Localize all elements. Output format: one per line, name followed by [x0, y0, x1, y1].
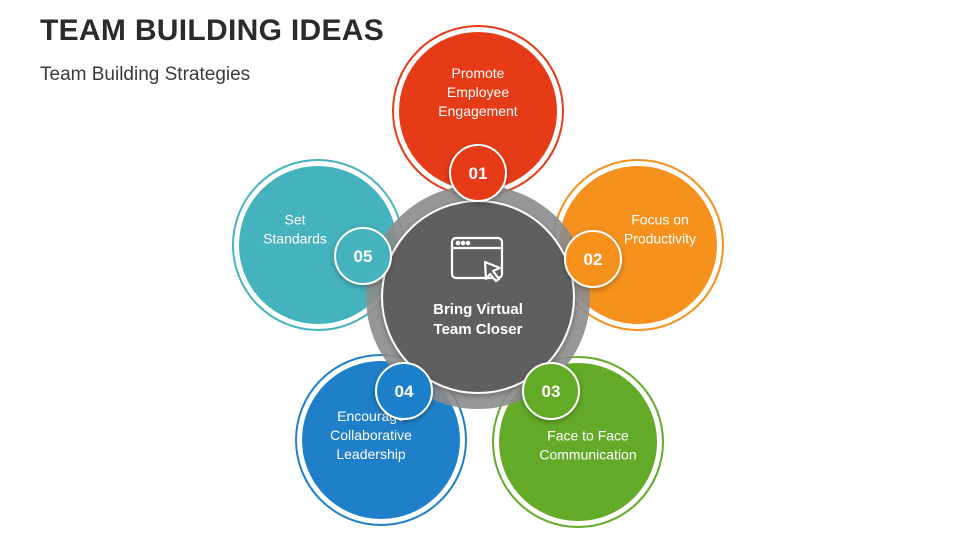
number-badge-circle	[449, 144, 507, 202]
number-badge-03: 03	[522, 362, 580, 420]
strategy-item-label-line: Engagement	[438, 103, 518, 119]
number-badge-text: 03	[542, 382, 561, 401]
strategy-item-label-line: Focus on	[631, 212, 689, 228]
number-badge-02: 02	[564, 230, 622, 288]
strategy-item-outline	[295, 354, 467, 526]
page-subtitle: Team Building Strategies	[40, 64, 251, 85]
number-badge-04: 04	[375, 362, 433, 420]
number-badge-circle	[375, 362, 433, 420]
number-badge-text: 05	[354, 247, 373, 266]
page-title: TEAM BUILDING IDEAS	[40, 14, 385, 47]
number-badge-01: 01	[449, 144, 507, 202]
strategy-item-label-line: Set	[284, 212, 305, 228]
strategy-item-label-line: Promote	[452, 65, 505, 81]
strategy-item-label-line: Leadership	[336, 446, 405, 462]
strategy-item-label-line: Communication	[539, 447, 636, 463]
browser-cursor-icon	[450, 236, 504, 283]
number-badge-circle	[334, 227, 392, 285]
strategy-item-label-line: Collaborative	[330, 427, 412, 443]
number-badge-text: 02	[584, 250, 603, 269]
number-badge-05: 05	[334, 227, 392, 285]
number-badge-circle	[522, 362, 580, 420]
center-label-line-2: Team Closer	[434, 321, 523, 338]
strategy-item-label-line: Productivity	[624, 231, 696, 247]
strategy-item-outline	[492, 356, 664, 528]
number-badge-text: 04	[395, 382, 414, 401]
number-badge-text: 01	[469, 164, 488, 183]
strategy-item-label-line: Employee	[447, 84, 509, 100]
number-badge-circle	[564, 230, 622, 288]
center-label-line-1: Bring Virtual	[433, 301, 523, 318]
strategy-item-label-line: Standards	[263, 231, 327, 247]
strategy-item-label-line: Face to Face	[547, 428, 629, 444]
